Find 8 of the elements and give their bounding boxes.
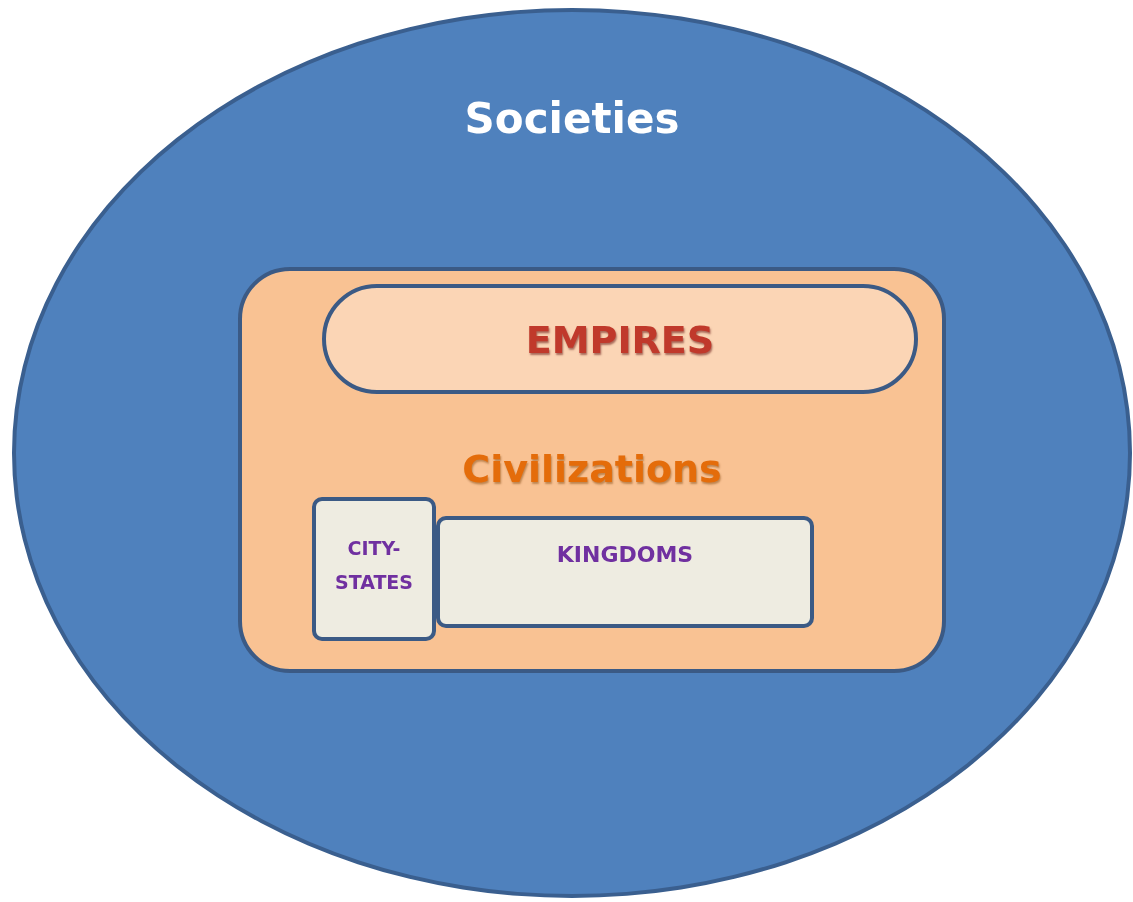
scroll-shape	[312, 497, 436, 641]
scroll-shape	[436, 516, 814, 628]
panel-title: Civilizations	[462, 447, 722, 491]
scroll-label: KINGDOMS	[556, 542, 694, 567]
scroll-label: CITY-STATES	[334, 536, 414, 595]
pill-label: EMPIRES	[525, 318, 715, 362]
region-title: Societies	[464, 94, 680, 143]
rounded-panel	[238, 267, 946, 673]
